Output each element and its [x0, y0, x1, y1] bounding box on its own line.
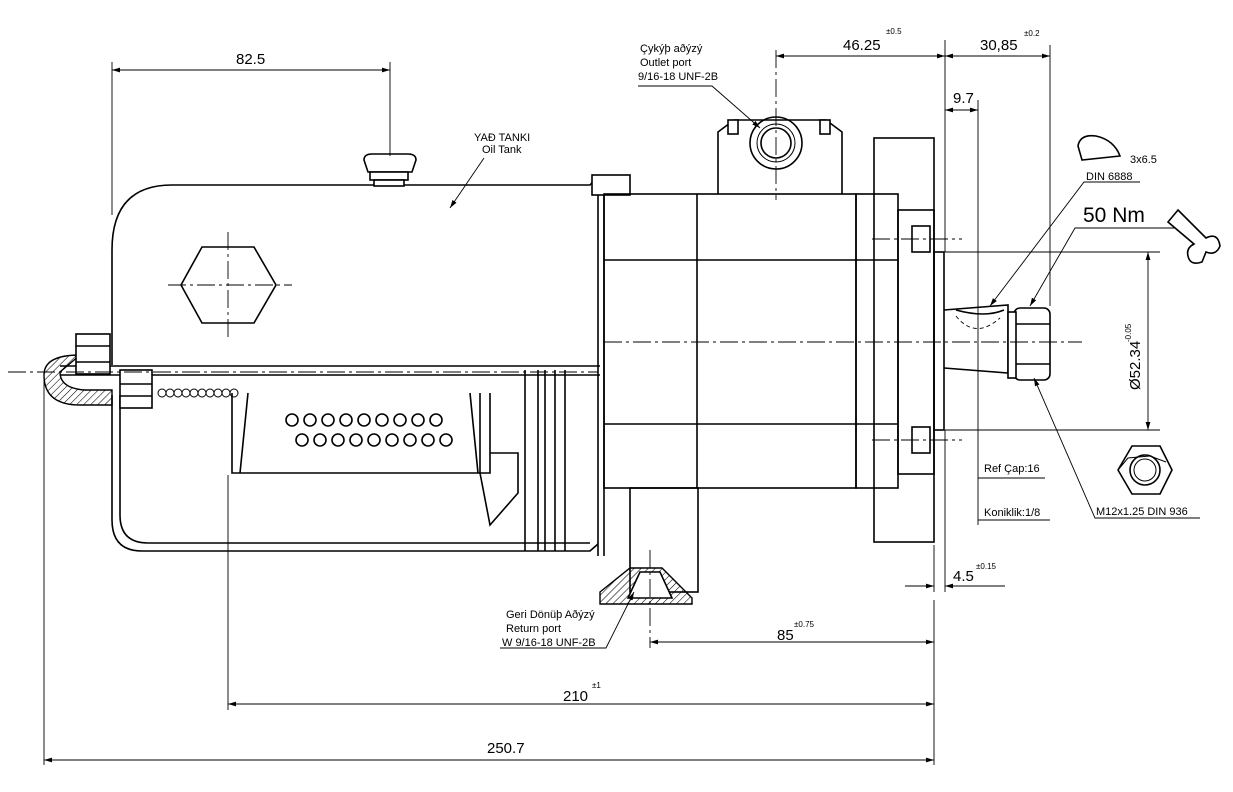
dim-30-85-tol: ±0.2 — [1024, 29, 1040, 38]
dim-30-85: 30,85 — [980, 37, 1018, 54]
hex-nut-icon — [1117, 445, 1173, 495]
torque-label: 50 Nm — [1083, 204, 1145, 227]
return-label-tr: Geri Dönüþ Aðýzý — [506, 609, 595, 621]
oil-tank — [111, 153, 631, 556]
nut-spec: M12x1.25 DIN 936 — [1096, 506, 1188, 518]
dim-52-34-tol: -0.05 — [1124, 323, 1133, 342]
spring — [157, 388, 239, 398]
outlet-port — [717, 50, 843, 200]
woodruff-key-icon — [1077, 134, 1122, 161]
dim-210: 210 — [563, 688, 588, 705]
suction-filter — [231, 370, 566, 551]
dim-46-25-tol: ±0.5 — [886, 27, 902, 36]
outlet-thread: 9/16-18 UNF-2B — [638, 71, 718, 83]
wrench-icon — [1166, 208, 1221, 264]
dimension-texts: 82.5 46.25 ±0.5 30,85 ±0.2 9.7 Ø52.34 -0… — [236, 27, 1144, 757]
dim-210-tol: ±1 — [592, 681, 601, 690]
dim-9-7: 9.7 — [953, 90, 974, 107]
dimension-lines — [43, 40, 1160, 765]
pump-body — [603, 137, 962, 593]
outlet-label-tr: Çykýþ aðýzý — [640, 43, 703, 55]
dim-85: 85 — [777, 627, 794, 644]
hex-plug — [168, 232, 292, 340]
tie-rod — [43, 333, 600, 409]
return-port — [599, 550, 693, 648]
filter-holes-row-1 — [285, 413, 443, 427]
dim-82-5: 82.5 — [236, 51, 265, 68]
key-size: 3x6.5 — [1130, 154, 1157, 166]
return-label-en: Return port — [506, 623, 561, 635]
filter-holes-row-2 — [295, 433, 453, 447]
key-standard: DIN 6888 — [1086, 171, 1132, 183]
dim-4-5-tol: ±0.15 — [976, 562, 997, 571]
shaft — [943, 304, 1051, 381]
label-texts: Çykýþ aðýzý Outlet port 9/16-18 UNF-2B Y… — [474, 43, 1188, 649]
ref-cap: Ref Çap:16 — [984, 463, 1040, 475]
tank-label-en: Oil Tank — [482, 144, 522, 156]
dim-85-tol: ±0.75 — [794, 620, 815, 629]
dim-52-34: Ø52.34 — [1127, 341, 1144, 390]
koniklik: Koniklik:1/8 — [984, 507, 1040, 519]
filler-cap — [363, 153, 417, 187]
dim-4-5: 4.5 — [953, 568, 974, 585]
leader-lines — [449, 85, 1200, 649]
dim-46-25: 46.25 — [843, 37, 881, 54]
outlet-label-en: Outlet port — [640, 57, 691, 69]
return-thread: W 9/16-18 UNF-2B — [502, 637, 596, 649]
dim-250-7: 250.7 — [487, 740, 525, 757]
tank-label-tr: YAÐ TANKI — [474, 132, 530, 144]
